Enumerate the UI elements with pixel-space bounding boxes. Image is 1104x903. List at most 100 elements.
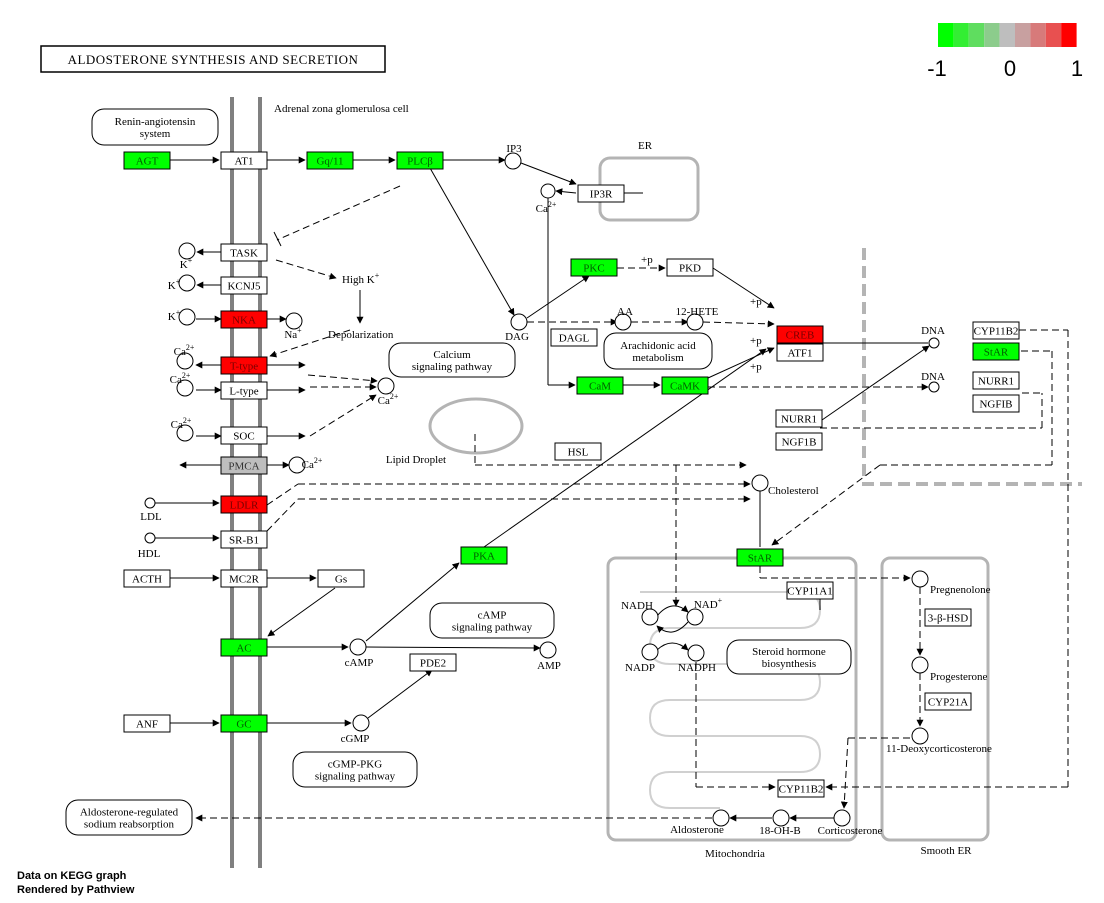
svg-text:Na+: Na+ <box>284 326 302 341</box>
er-label: ER <box>638 140 653 152</box>
svg-text:Cholesterol: Cholesterol <box>768 485 819 497</box>
gene-hsl: HSL <box>554 442 602 461</box>
legend-swatch <box>953 23 969 47</box>
redox-arc <box>656 642 689 651</box>
edge <box>365 644 541 652</box>
compound-nadp_plus: NAD+ <box>686 596 723 626</box>
gene-label: GC <box>236 719 251 731</box>
gene-label: PDE2 <box>420 658 446 670</box>
legend-swatch <box>1061 23 1077 47</box>
svg-text:cGMP-PKG: cGMP-PKG <box>328 759 382 771</box>
compound-nadp: NADP <box>625 643 659 674</box>
svg-text:Pregnenolone: Pregnenolone <box>930 584 991 596</box>
compound-camp: cAMP <box>345 638 373 669</box>
compound-cholesterol: Cholesterol <box>751 474 819 497</box>
gene-kcnj5: KCNJ5 <box>220 276 268 295</box>
edge <box>821 345 930 421</box>
redox-arc <box>656 605 689 617</box>
edge <box>269 329 351 358</box>
compound-dna2: DNA <box>921 371 945 393</box>
legend-swatch <box>1015 23 1031 47</box>
gene-label: TASK <box>230 248 258 260</box>
gene-label: 3-β-HSD <box>928 613 968 625</box>
edge <box>702 320 775 328</box>
gene-label: L-type <box>229 386 258 398</box>
gene-label: CREB <box>786 330 815 342</box>
edge <box>840 737 849 809</box>
mito-label: Mitochondria <box>705 848 765 860</box>
svg-text:cGMP: cGMP <box>341 733 370 745</box>
svg-text:DNA: DNA <box>921 371 945 383</box>
compartments <box>428 156 1082 842</box>
cell-membrane <box>230 97 262 868</box>
gene-hsd3b: 3-β-HSD <box>924 608 972 627</box>
gene-label: AC <box>236 643 251 655</box>
compound-k2: K+ <box>168 274 196 292</box>
svg-text:11-Deoxycorticosterone: 11-Deoxycorticosterone <box>886 743 992 755</box>
gene-label: NKA <box>232 315 256 327</box>
svg-text:cAMP: cAMP <box>478 610 507 622</box>
edge <box>309 394 377 437</box>
edge <box>483 348 767 548</box>
compound-k1: K+ <box>178 242 196 271</box>
gene-ldlr: LDLR <box>220 495 268 514</box>
compound-dag: DAG <box>505 313 529 343</box>
svg-text:NADPH: NADPH <box>678 662 716 674</box>
svg-text:Ca2+: Ca2+ <box>171 416 192 431</box>
edge <box>367 669 433 719</box>
compound-nadh: NADH <box>621 600 659 626</box>
svg-text:Corticosterone: Corticosterone <box>818 825 883 837</box>
gene-soc: SOC <box>220 426 268 445</box>
svg-text:Ca2+: Ca2+ <box>302 456 323 471</box>
svg-text:DNA: DNA <box>921 325 945 337</box>
legend-swatch <box>1030 23 1046 47</box>
gene-agt: AGT <box>123 151 171 170</box>
gene-star1: StAR <box>736 548 784 567</box>
depol-label: Depolarization <box>328 329 394 341</box>
gene-label: Gq/11 <box>316 156 343 168</box>
compound-hete: 12-HETE <box>676 306 719 331</box>
svg-text:Ca2+: Ca2+ <box>174 343 195 358</box>
gene-dagl: DAGL <box>550 328 598 347</box>
gene-label: CaM <box>589 381 611 393</box>
annotations: Adrenal zona glomerulosa cell ER Lipid D… <box>274 103 972 860</box>
inhibition-bar <box>273 231 282 247</box>
phospho-label-1: +p <box>641 254 653 266</box>
gene-gq11: Gq/11 <box>306 151 354 170</box>
svg-text:biosynthesis: biosynthesis <box>762 658 816 670</box>
gene-label: NURR1 <box>781 414 817 426</box>
gene-label: NGF1B <box>782 437 817 449</box>
smooth-er-label: Smooth ER <box>920 845 972 857</box>
lipid-droplet <box>428 397 524 455</box>
edge <box>555 188 577 196</box>
gene-cyp21a: CYP21A <box>924 692 972 711</box>
edge <box>771 464 881 546</box>
diagram-title: ALDOSTERONE SYNTHESIS AND SECRETION <box>40 45 386 73</box>
svg-text:K+: K+ <box>180 256 193 271</box>
compound-hdl: HDL <box>138 532 161 560</box>
gene-label: HSL <box>568 447 589 459</box>
gene-cyp11b2b: CYP11B2 <box>777 779 825 798</box>
compound-nodes: IP3Ca2+K+K+K+Na+Ca2+Ca2+Ca2+Ca2+Ca2+DAGA… <box>138 143 992 837</box>
edge <box>267 587 336 637</box>
compound-ca_center: Ca2+ <box>377 377 399 407</box>
gene-label: StAR <box>748 553 773 565</box>
pathway-edges <box>155 156 1069 822</box>
gene-ttype: T-type <box>220 356 268 375</box>
compound-aa: AA <box>614 306 633 331</box>
gene-cyp11a1: CYP11A1 <box>786 581 834 600</box>
svg-text:sodium reabsorption: sodium reabsorption <box>84 819 175 831</box>
svg-text:ALDOSTERONE SYNTHESIS AND SECR: ALDOSTERONE SYNTHESIS AND SECRETION <box>68 52 359 67</box>
gene-acth: ACTH <box>123 569 171 588</box>
gene-label: ANF <box>136 719 158 731</box>
gene-ac: AC <box>220 638 268 657</box>
legend-swatch <box>1045 23 1062 47</box>
gene-label: PMCA <box>228 461 259 473</box>
gene-label: SOC <box>233 431 254 443</box>
compound-ca_l: Ca2+ <box>170 371 194 397</box>
